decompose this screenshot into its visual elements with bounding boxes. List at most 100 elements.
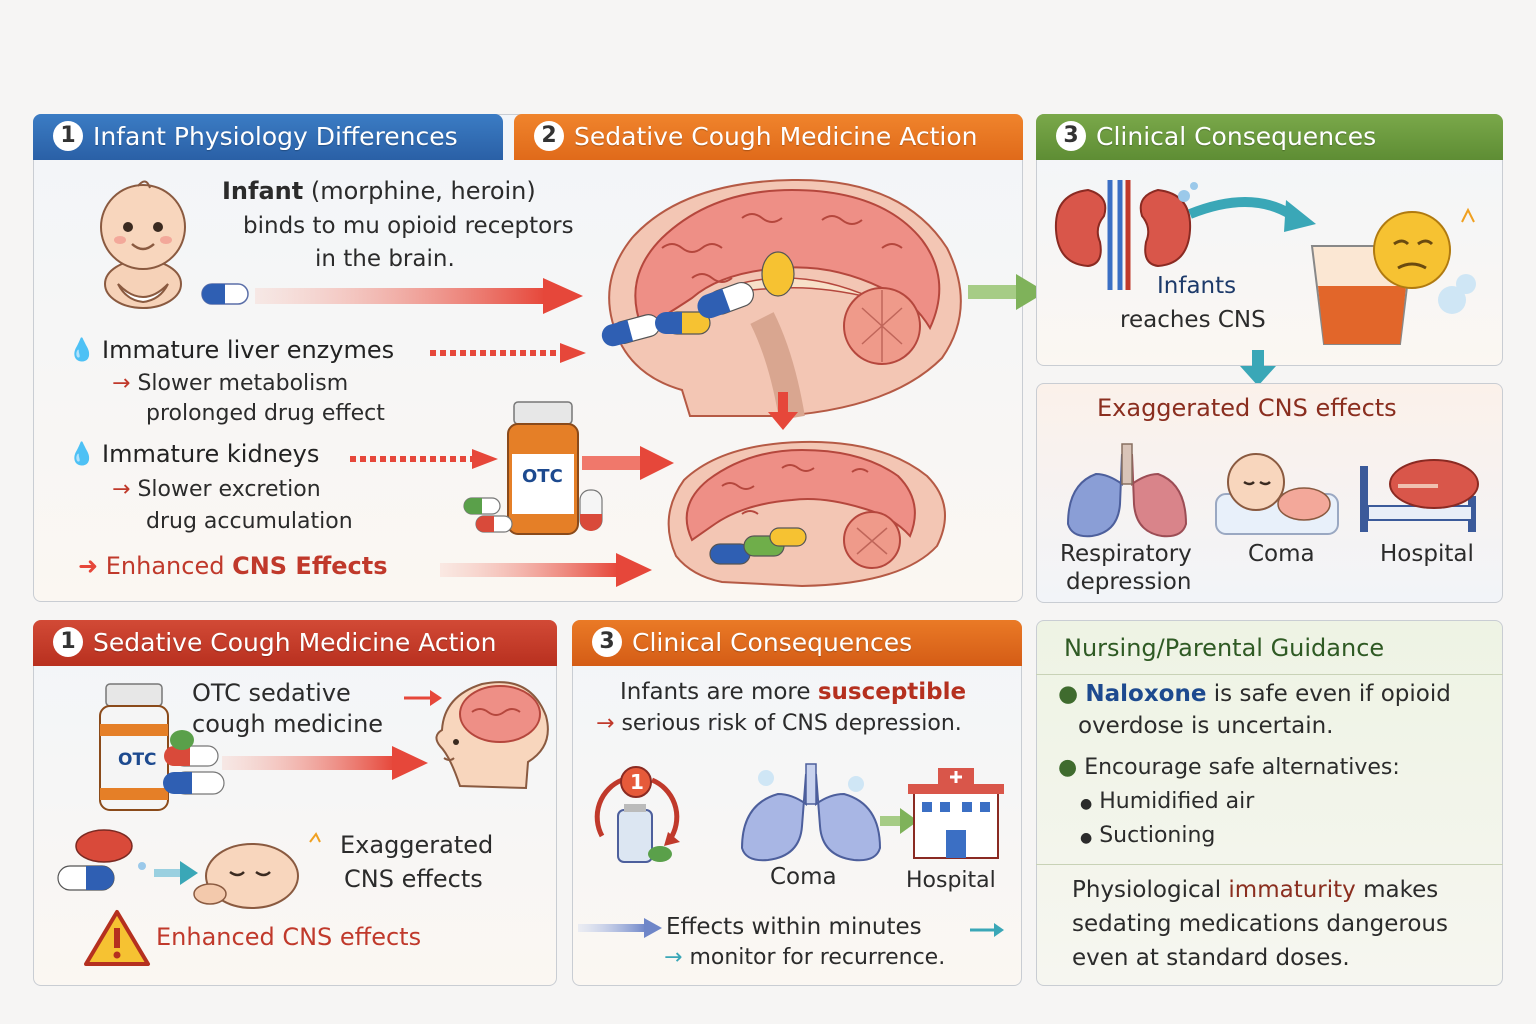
bullet-dot: ● <box>1080 796 1093 812</box>
otc-line2: cough medicine <box>192 710 384 738</box>
arrow-blue-bar <box>578 918 662 938</box>
pills-icon <box>57 829 146 891</box>
susceptible-line2: → serious risk of CNS depression. <box>596 711 962 736</box>
enhanced-cns-effects-2: Enhanced CNS effects <box>156 923 422 951</box>
sleeping-infant-icon <box>1215 453 1339 535</box>
divider <box>1036 674 1503 675</box>
note-line1: Physiological immaturity makes <box>1072 877 1438 903</box>
header-number: 3 <box>592 627 622 657</box>
intro-rest: (morphine, heroin) <box>310 177 536 205</box>
cycle-badge-number: 1 <box>630 770 644 794</box>
sub-suctioning: ● Suctioning <box>1080 823 1215 848</box>
arrow-glyph: → <box>664 945 683 970</box>
arrow-glyph: ➜ <box>78 552 99 580</box>
intro-line3: in the brain. <box>315 246 455 272</box>
intro-line1: Infant (morphine, heroin) <box>222 177 536 205</box>
hospital-building-icon <box>908 768 1004 859</box>
liver-line1-text: Slower metabolism <box>137 371 349 396</box>
otc-label: OTC <box>522 466 563 487</box>
arrow-glyph: → <box>112 371 131 396</box>
header-sedative-action-bottom: 1 Sedative Cough Medicine Action <box>33 620 557 666</box>
header-number: 1 <box>53 627 83 657</box>
respiratory-label: Respiratory <box>1060 541 1192 567</box>
sub-humidified: ● Humidified air <box>1080 789 1254 814</box>
header-sedative-action: 2 Sedative Cough Medicine Action <box>514 114 1023 160</box>
enhanced-bold: CNS Effects <box>232 552 388 580</box>
arrow-glyph: → <box>596 711 615 736</box>
suctioning-text: Suctioning <box>1099 823 1216 848</box>
humidified-text: Humidified air <box>1099 789 1255 814</box>
depression-label: depression <box>1066 569 1192 595</box>
note-line3: even at standard doses. <box>1072 945 1350 971</box>
kidney-icon <box>1054 180 1198 290</box>
otc-bottle-icon-2 <box>99 683 225 811</box>
monitor-recurrence: → monitor for recurrence. <box>664 945 945 970</box>
header-number: 1 <box>53 121 83 151</box>
susceptible-line1: Infants are more susceptible <box>620 679 966 705</box>
note-pre: Physiological <box>1072 877 1222 903</box>
cycle-bottle-icon <box>594 766 680 863</box>
note-line2: sedating medications dangerous <box>1072 911 1448 937</box>
drop-icon: 💧 <box>68 442 96 467</box>
note-rest: makes <box>1363 877 1439 903</box>
header-number: 2 <box>534 121 564 151</box>
enhanced-pre: Enhanced <box>105 552 225 580</box>
kidney-line1: → Slower excretion <box>112 477 321 502</box>
arrow-bottle-brain <box>582 446 674 480</box>
bullet-dot: ● <box>1058 681 1079 707</box>
arrow-glyph: → <box>112 477 131 502</box>
arrow-enhanced <box>440 553 652 587</box>
bullet-naloxone: ● Naloxone is safe even if opioid <box>1058 681 1451 707</box>
liver-title: Immature liver enzymes <box>102 336 395 364</box>
arrow-to-head <box>222 746 428 780</box>
header-infant-physiology: 1 Infant Physiology Differences <box>33 114 503 160</box>
bullet-alternatives: ● Encourage safe alternatives: <box>1058 755 1400 780</box>
header-title: Clinical Consequences <box>632 628 913 657</box>
enhanced-cns-effects: ➜ Enhanced CNS Effects <box>78 552 388 580</box>
intro-bold: Infant <box>222 177 304 205</box>
arrow-teal-small <box>154 861 198 885</box>
arrow-teal-down <box>1240 350 1276 386</box>
liver-line1: → Slower metabolism <box>112 371 348 396</box>
kidney-line1-text: Slower excretion <box>137 477 321 502</box>
header-title: Sedative Cough Medicine Action <box>574 122 978 151</box>
coma-label: Coma <box>1248 541 1315 567</box>
dashed-arrow-liver <box>430 343 586 363</box>
naloxone-bold: Naloxone <box>1085 681 1207 707</box>
susceptible-bold: susceptible <box>817 679 967 705</box>
arrow-to-brain <box>255 278 583 314</box>
panel-guidance <box>1036 620 1503 986</box>
divider <box>1036 864 1503 865</box>
hospital-label-2: Hospital <box>906 868 996 893</box>
arrow-green-small <box>880 808 918 834</box>
header-number: 3 <box>1056 121 1086 151</box>
susceptible-line2-text: serious risk of CNS depression. <box>621 711 962 736</box>
header-title: Clinical Consequences <box>1096 122 1377 151</box>
warning-icon <box>84 910 150 966</box>
arrow-down <box>768 392 798 430</box>
arrow-teal-curve <box>1188 197 1316 232</box>
infants-label: Infants <box>1157 273 1237 299</box>
exaggerated-line2: CNS effects <box>344 865 483 893</box>
lungs-icon <box>1066 443 1188 538</box>
infant-icon <box>100 180 186 309</box>
coma-label-2: Coma <box>770 864 837 890</box>
header-title: Infant Physiology Differences <box>93 122 458 151</box>
hospital-bed-icon <box>1360 459 1479 532</box>
naloxone-rest: is safe even if opioid <box>1213 681 1451 707</box>
header-title: Sedative Cough Medicine Action <box>93 628 497 657</box>
pill-icon <box>201 283 249 305</box>
header-clinical-consequences: 3 Clinical Consequences <box>1036 114 1503 160</box>
otc-bottle-icon <box>463 401 603 535</box>
exaggerated-title: Exaggerated CNS effects <box>1097 394 1397 422</box>
note-bold: immaturity <box>1228 877 1356 903</box>
sleepy-face-icon <box>193 832 321 909</box>
bullet-naloxone-line2: overdose is uncertain. <box>1078 713 1334 739</box>
exaggerated-line1: Exaggerated <box>340 831 494 859</box>
otc-line1: OTC sedative <box>192 679 351 707</box>
brain-sagittal-icon-2 <box>667 440 946 588</box>
dashed-arrow-kidney <box>350 449 498 469</box>
lungs-icon-2 <box>740 763 882 862</box>
otc-label-2: OTC <box>118 750 157 770</box>
alternatives-text: Encourage safe alternatives: <box>1084 755 1400 780</box>
